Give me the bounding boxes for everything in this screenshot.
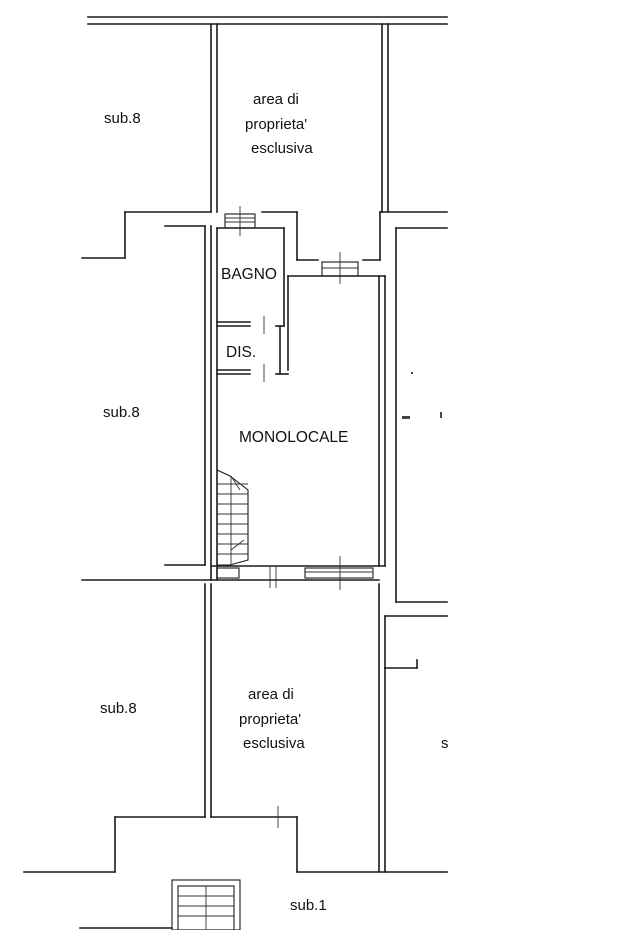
label-area-top-1: area di — [253, 91, 299, 108]
label-sub1: sub.1 — [290, 897, 327, 914]
room-dis — [216, 325, 289, 382]
unit-outer-walls — [210, 225, 386, 581]
label-area-bottom-3: esclusiva — [243, 735, 305, 752]
label-sub8-bottom: sub.8 — [100, 700, 137, 717]
label-bagno: BAGNO — [221, 266, 277, 283]
window-bagno — [224, 206, 256, 236]
staircase — [216, 469, 249, 566]
label-area-bottom-1: area di — [248, 686, 294, 703]
label-area-top-3: esclusiva — [251, 140, 313, 157]
label-sub8-mid: sub.8 — [103, 404, 140, 421]
top-boundary-wall — [87, 16, 448, 25]
label-area-top-2: proprieta' — [245, 116, 307, 133]
room-bagno — [216, 227, 285, 334]
label-right-partial: s — [441, 735, 449, 752]
lower-area-walls — [114, 583, 298, 873]
upper-area-walls — [124, 23, 448, 261]
label-dis: DIS. — [226, 344, 256, 361]
left-neighbour-walls — [81, 211, 206, 566]
label-monolocale: MONOLOCALE — [239, 429, 348, 446]
unit-bottom-wall — [81, 556, 386, 590]
scan-marks — [402, 372, 442, 419]
window-monolocale-top — [321, 252, 359, 284]
right-neighbour-walls — [378, 227, 448, 873]
bottom-boundary — [23, 871, 448, 930]
label-sub8-top: sub.8 — [104, 110, 141, 127]
label-area-bottom-2: proprieta' — [239, 711, 301, 728]
